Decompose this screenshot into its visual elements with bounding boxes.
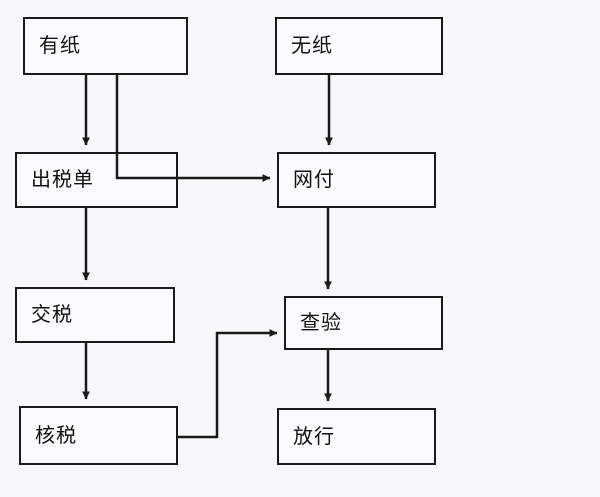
node-chayan-label: 查验 (300, 312, 342, 334)
node-heshui-label: 核税 (35, 424, 77, 447)
node-heshui[interactable]: 核税 (19, 406, 178, 465)
node-chushuidan-label: 出税单 (31, 169, 94, 191)
node-fangxing-label: 放行 (293, 425, 335, 448)
node-wangfu-label: 网付 (293, 169, 335, 191)
node-youzhi-label: 有纸 (39, 35, 81, 57)
node-wuzhi[interactable]: 无纸 (275, 17, 443, 75)
node-wangfu[interactable]: 网付 (277, 152, 436, 208)
node-chushuidan[interactable]: 出税单 (15, 152, 178, 208)
node-fangxing[interactable]: 放行 (277, 408, 436, 465)
node-chayan[interactable]: 查验 (284, 296, 443, 350)
node-wuzhi-label: 无纸 (291, 35, 333, 57)
node-jiaoshui[interactable]: 交税 (15, 287, 175, 343)
node-youzhi[interactable]: 有纸 (23, 17, 188, 75)
edge-heshui-to-chayan (178, 329, 278, 439)
node-jiaoshui-label: 交税 (31, 304, 73, 326)
